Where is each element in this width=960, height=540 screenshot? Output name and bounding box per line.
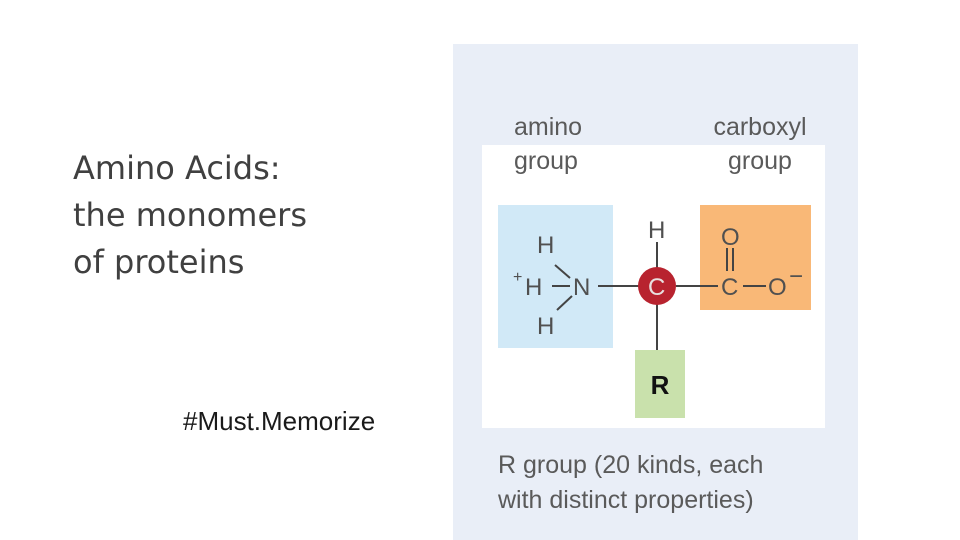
bond-n-h-top [554, 264, 571, 279]
atom-n: N [573, 274, 590, 301]
atom-h-bottom-left: H [537, 313, 554, 340]
atom-c-alpha: C [648, 274, 665, 301]
hashtag-text: #Must.Memorize [183, 406, 376, 436]
carboxyl-group-box [700, 205, 811, 310]
atom-h-top-left: H [537, 232, 554, 259]
r-caption-line-2: with distinct properties) [498, 486, 754, 514]
carboxyl-group-label: carboxyl group [700, 110, 820, 178]
alpha-carbon-circle [638, 267, 676, 305]
charge-minus: − [789, 263, 803, 290]
atom-c-carboxyl: C [721, 274, 738, 301]
title-line-2: the monomers [73, 196, 307, 234]
atom-o-top: O [721, 224, 740, 251]
amino-group-box [498, 205, 613, 348]
r-group-box [635, 350, 685, 418]
r-group-letter: R [650, 370, 670, 400]
atom-h-left: H [525, 274, 542, 301]
r-caption-line-1: R group (20 kinds, each [498, 451, 764, 479]
slide-title: Amino Acids: the monomers of proteins [73, 145, 413, 286]
title-line-3: of proteins [73, 243, 245, 281]
amino-group-label: amino group [514, 110, 582, 178]
carboxyl-label-line-2: group [728, 147, 792, 175]
bonds [552, 242, 766, 350]
amino-label-line-2: group [514, 147, 578, 175]
r-group-caption: R group (20 kinds, each with distinct pr… [498, 448, 848, 518]
atom-h-top: H [648, 217, 665, 244]
carboxyl-label-line-1: carboxyl [713, 113, 807, 141]
charge-plus: + [513, 269, 522, 286]
bond-n-h-bottom [556, 295, 573, 311]
title-line-1: Amino Acids: [73, 149, 281, 187]
amino-label-line-1: amino [514, 113, 583, 141]
atom-o-right: O [768, 274, 787, 301]
